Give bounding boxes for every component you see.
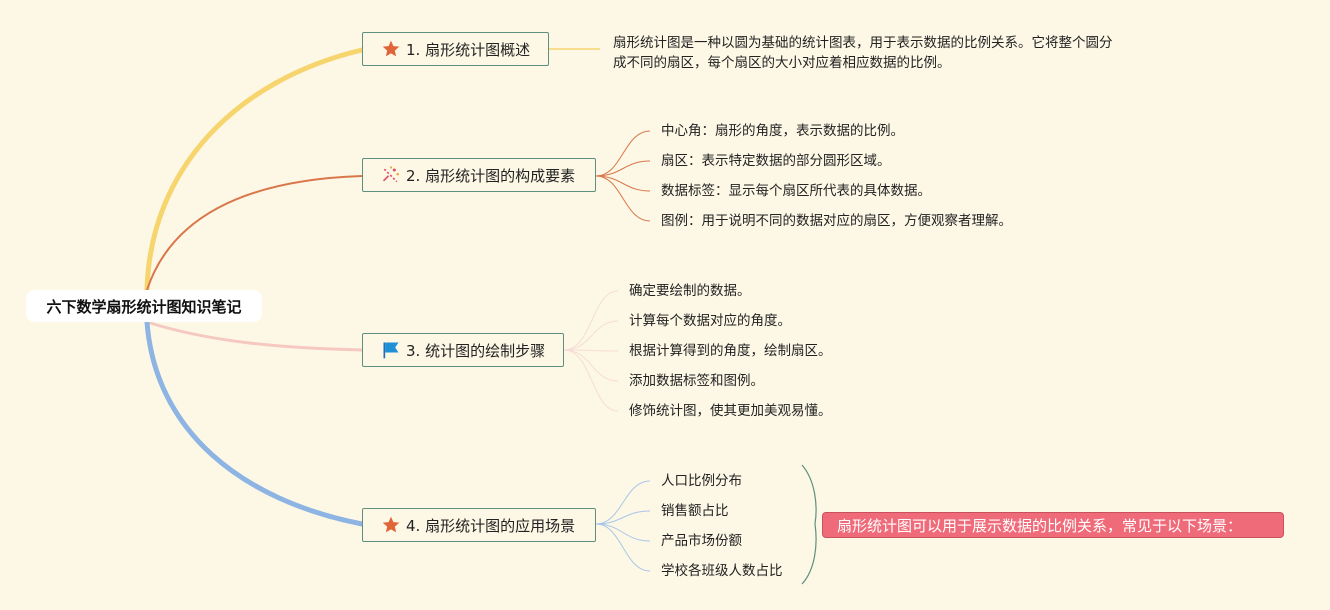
branch-1-connector (144, 47, 365, 293)
branch-2-item-connector (595, 175, 651, 192)
branch-4-connector (144, 319, 365, 527)
branch-1-description[interactable]: 扇形统计图是一种以圆为基础的统计图表，用于表示数据的比例关系。它将整个圆分成不同… (613, 35, 1113, 71)
branch-3-item[interactable]: 修饰统计图，使其更加美观易懂。 (629, 403, 832, 419)
branch-4-item-connector (595, 510, 651, 525)
branch-4-item[interactable]: 销售额占比 (661, 503, 729, 519)
party-popper-icon (380, 164, 402, 186)
branch-3-item-connector (563, 349, 619, 382)
branch-3-item[interactable]: 添加数据标签和图例。 (629, 373, 764, 389)
branch-2-node[interactable]: 2. 扇形统计图的构成要素 (362, 158, 596, 192)
branch-3-item[interactable]: 计算每个数据对应的角度。 (629, 313, 791, 329)
branch-2-item-connector (595, 130, 651, 177)
branch-2-label: 2. 扇形统计图的构成要素 (406, 166, 576, 185)
branch-4-item-connector (595, 480, 651, 525)
branch-4-item[interactable]: 人口比例分布 (661, 473, 742, 489)
branch-3-item-connector (563, 320, 619, 351)
summary-callout[interactable]: 扇形统计图可以用于展示数据的比例关系，常见于以下场景： (822, 512, 1284, 538)
branch-2-item[interactable]: 扇区：表示特定数据的部分圆形区域。 (661, 153, 891, 169)
branch-1-label: 1. 扇形统计图概述 (406, 40, 531, 59)
branch-3-item-connector (563, 349, 619, 352)
star-icon (380, 38, 402, 60)
branch-4-item-connector (595, 523, 651, 572)
star-icon (380, 514, 402, 536)
branch-2-item[interactable]: 图例：用于说明不同的数据对应的扇区，方便观察者理解。 (661, 213, 1012, 229)
branch-3-item-connector (563, 290, 619, 351)
branch-4-item-connector (595, 523, 651, 542)
branch-4-node[interactable]: 4. 扇形统计图的应用场景 (362, 508, 596, 542)
flag-icon (380, 339, 402, 361)
branch-2-connector (146, 175, 363, 291)
branch-3-item[interactable]: 根据计算得到的角度，绘制扇区。 (629, 343, 832, 359)
branch-2-item[interactable]: 数据标签：显示每个扇区所代表的具体数据。 (661, 183, 931, 199)
branch-2-item[interactable]: 中心角：扇形的角度，表示数据的比例。 (661, 123, 904, 139)
branch-3-item-connector (563, 349, 619, 412)
branch-3-item[interactable]: 确定要绘制的数据。 (629, 283, 751, 299)
root-topic[interactable]: 六下数学扇形统计图知识笔记 (26, 290, 262, 322)
branch-2-item-connector (595, 160, 651, 177)
branch-3-node[interactable]: 3. 统计图的绘制步骤 (362, 333, 564, 367)
branch-3-label: 3. 统计图的绘制步骤 (406, 341, 546, 360)
branch-1-node[interactable]: 1. 扇形统计图概述 (362, 32, 549, 66)
branch-2-item-connector (595, 175, 651, 222)
summary-brace (801, 464, 817, 585)
branch-4-item[interactable]: 学校各班级人数占比 (661, 563, 783, 579)
branch-4-label: 4. 扇形统计图的应用场景 (406, 516, 576, 535)
branch-4-item[interactable]: 产品市场份额 (661, 533, 742, 549)
branch-3-connector (146, 320, 363, 352)
